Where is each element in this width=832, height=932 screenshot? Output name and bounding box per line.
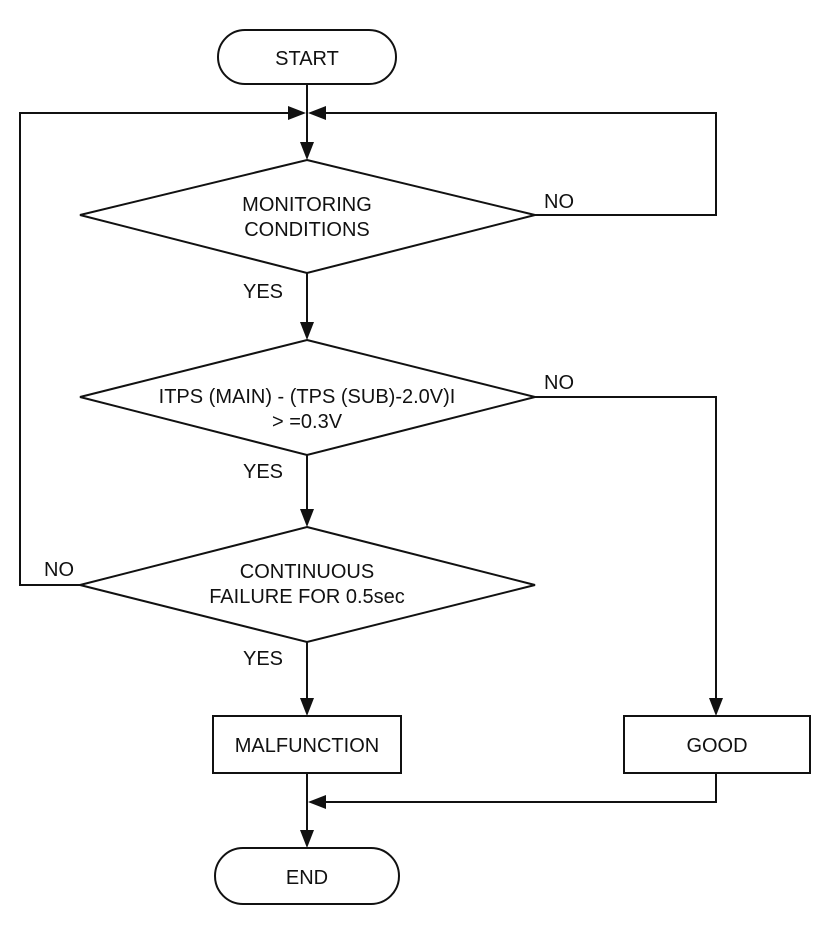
arrowhead-tps — [300, 322, 314, 340]
loop-right-return — [324, 112, 717, 216]
arrowhead-continuous — [300, 509, 314, 527]
malfunction-box — [212, 715, 402, 774]
end-terminal — [214, 847, 400, 905]
monitoring-line1: MONITORING — [242, 194, 372, 216]
loop-left-arrowhead — [288, 106, 306, 120]
arrowhead-good — [709, 698, 723, 716]
loop-right-arrowhead — [308, 106, 326, 120]
tps-no-label: NO — [544, 372, 574, 394]
decision-monitoring-conditions — [79, 158, 536, 275]
arrowhead-join — [308, 795, 326, 809]
connector-good-to-join — [324, 773, 717, 803]
malfunction-label: MALFUNCTION — [235, 735, 379, 757]
tps-line1: ITPS (MAIN) - (TPS (SUB)-2.0V)I — [159, 386, 456, 408]
loop-left-return — [19, 112, 290, 586]
end-label: END — [286, 867, 328, 889]
tps-yes-label: YES — [243, 461, 283, 483]
continuous-no-label: NO — [44, 559, 74, 581]
start-label: START — [275, 48, 339, 70]
decision-continuous-failure — [79, 525, 536, 644]
arrowhead-malfunction — [300, 698, 314, 716]
arrowhead-monitoring — [300, 142, 314, 160]
monitoring-no-label: NO — [544, 191, 574, 213]
monitoring-line2: CONDITIONS — [244, 219, 370, 241]
good-label: GOOD — [686, 735, 747, 757]
continuous-line1: CONTINUOUS — [240, 561, 374, 583]
continuous-yes-label: YES — [243, 648, 283, 670]
monitoring-yes-label: YES — [243, 281, 283, 303]
connector-tps-no-to-good — [535, 396, 717, 702]
good-box — [623, 715, 811, 774]
arrowhead-end — [300, 830, 314, 848]
continuous-line2: FAILURE FOR 0.5sec — [209, 586, 405, 608]
tps-line2: > =0.3V — [272, 411, 343, 433]
